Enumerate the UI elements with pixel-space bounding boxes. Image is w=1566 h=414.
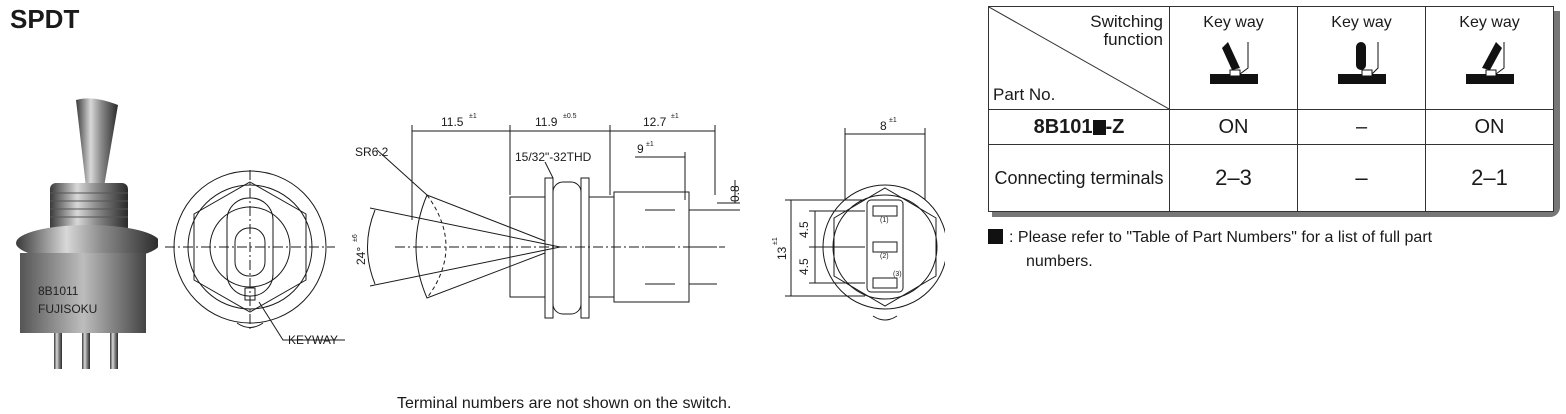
header-corner-cell: Switching function Part No. [988,6,1170,110]
toggle-lever [76,98,118,187]
toggle-right-icon [1465,42,1514,84]
diagonal-divider [989,7,1169,109]
dim-4-5-lower: 4.5 [797,258,811,275]
table-row: Connecting terminals 2–3 – 2–1 [988,144,1554,212]
terminal-pin [110,333,118,369]
spec-table: Switching function Part No. Key way Key … [988,6,1554,212]
connecting-terminals-label: Connecting terminals [988,144,1170,212]
footnote-line1: : Please refer to "Table of Part Numbers… [1009,229,1433,246]
terminal-pin [82,333,90,369]
keyway-label-2: Key way [1331,14,1392,31]
part-value-3: ON [1425,109,1554,145]
mounting-nut [16,225,158,261]
toggle-left-icon [1209,42,1258,84]
dim-0-8: 0.8 [728,185,742,202]
tol-24: ±6 [352,234,359,242]
tol-12-7: ±1 [671,113,679,120]
column-header-3: Key way [1425,6,1554,110]
conn-value-3: 2–1 [1425,144,1554,212]
dim-11-5: 11.5 [441,115,464,129]
placeholder-square-icon [988,229,1003,244]
placeholder-square-icon [1092,119,1106,135]
footnote-line2: numbers. [1026,253,1093,270]
dim-8: 8 [880,119,887,133]
dim-13: 13 [775,246,789,260]
terminal-3-label: (3) [893,271,902,278]
tol-11-5: ±1 [469,113,477,120]
dimension-drawing: KEYWAY 11.5 ±1 11.9 ±0.5 12.7 ±1 9 ±1 SR… [165,113,945,347]
thread-bushing [50,183,128,233]
switch-body [20,253,146,333]
rear-view [785,128,945,321]
part-value-2: – [1297,109,1426,145]
keyway-label: KEYWAY [288,333,338,347]
drawing-caption: Terminal numbers are not shown on the sw… [397,395,732,412]
toggle-center-icon [1337,42,1386,84]
part-suffix: -Z [1105,115,1125,138]
keyway-label-3: Key way [1459,14,1520,31]
front-view [165,170,345,341]
part-number-cell: 8B101 -Z [988,109,1170,145]
marking-line1: 8B1011 [38,284,79,298]
terminal-2-label: (2) [880,253,889,260]
dim-12-7: 12.7 [643,115,667,129]
conn-value-2: – [1297,144,1426,212]
dim-9: 9 [637,142,644,156]
page-title: SPDT [10,4,80,34]
tol-9: ±1 [646,141,654,148]
keyway-label-1: Key way [1203,14,1264,31]
conn-value-1: 2–3 [1169,144,1298,212]
table-row: 8B101 -Z ON – ON [988,109,1554,145]
part-prefix: 8B101 [1033,115,1093,138]
thread-label: 15/32"-32THD [515,150,592,164]
terminal-1-label: (1) [880,217,889,224]
column-header-2: Key way [1297,6,1426,110]
dim-24: 24° [354,247,368,265]
switching-function-label: Switching function [1090,12,1163,49]
sr-label: SR6.2 [355,145,389,159]
part-no-label: Part No. [993,85,1056,104]
spec-table-container: Switching function Part No. Key way Key … [988,6,1560,217]
tol-13: ±1 [772,237,779,245]
tol-11-9: ±0.5 [563,113,577,120]
switch-photo: 8B1011 FUJISOKU [16,98,158,369]
column-header-1: Key way [1169,6,1298,110]
part-value-1: ON [1169,109,1298,145]
dim-11-9: 11.9 [535,115,558,129]
terminal-pin [54,333,62,369]
side-view [367,125,740,319]
dim-4-5-upper: 4.5 [797,221,811,238]
footnote: : Please refer to "Table of Part Numbers… [988,226,1563,274]
tol-8: ±1 [889,117,897,124]
marking-line2: FUJISOKU [38,302,97,316]
